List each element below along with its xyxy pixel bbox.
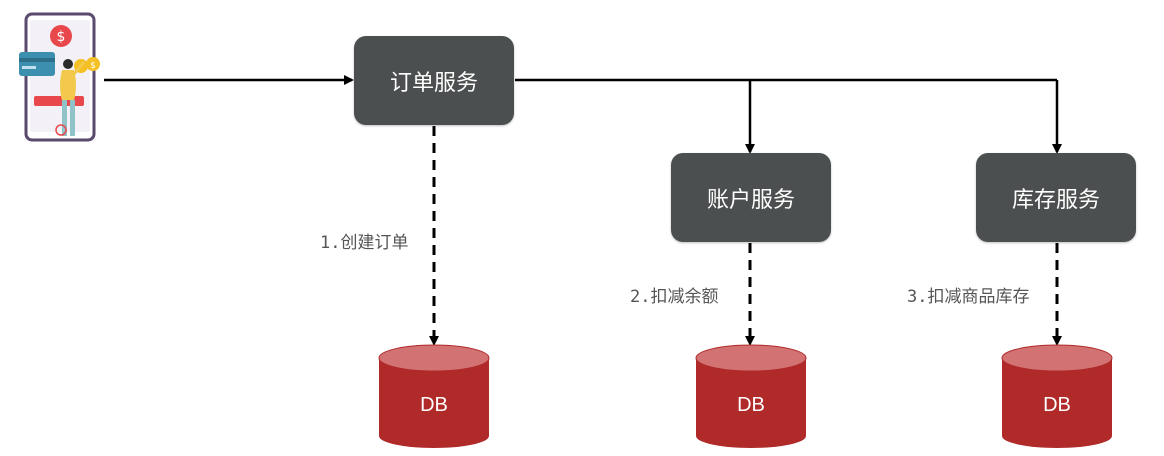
step-deduct-balance-label: 2.扣减余额 (628, 286, 721, 308)
order-service-box: 订单服务 (354, 36, 514, 125)
account-db-label: DB (737, 394, 765, 416)
svg-text:$: $ (90, 61, 96, 71)
svg-text:$: $ (57, 29, 66, 45)
storage-db-cylinder (1001, 344, 1113, 448)
account-db-cylinder (695, 344, 807, 448)
account-service-box: 账户服务 (671, 153, 831, 242)
step-create-order-label: 1.创建订单 (318, 232, 411, 254)
storage-service-box: 库存服务 (976, 153, 1136, 242)
order-service-label: 订单服务 (389, 70, 478, 96)
order-db-label: DB (420, 394, 448, 416)
storage-service-label: 库存服务 (1011, 187, 1100, 213)
mobile-payment-user-icon: $ $ (19, 12, 100, 142)
account-service-label: 账户服务 (706, 187, 795, 213)
step-deduct-stock-label: 3.扣减商品库存 (905, 286, 1032, 308)
order-db-cylinder (378, 344, 490, 448)
storage-db-label: DB (1043, 394, 1071, 416)
